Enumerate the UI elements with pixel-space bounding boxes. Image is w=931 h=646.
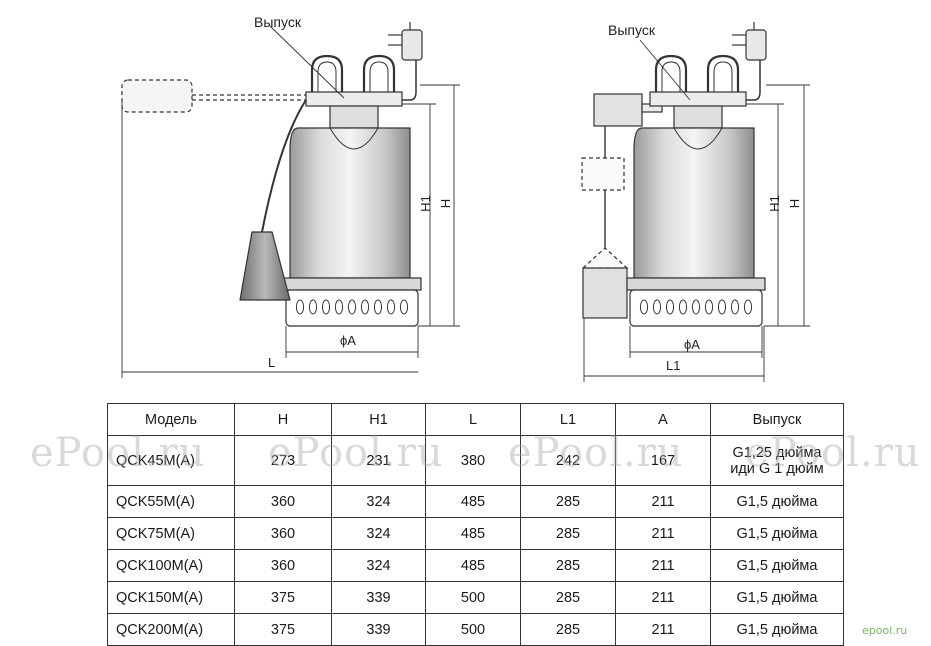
cell-a: 211 [615, 581, 711, 614]
outlet-label-left: Выпуск [254, 14, 301, 30]
cell-h1: 324 [331, 517, 426, 550]
cell-outlet-line1: G1,25 дюйма [732, 444, 822, 461]
cell-a: 167 [615, 435, 711, 486]
power-plug-icon-right [732, 22, 767, 61]
cell-a: 211 [615, 549, 711, 582]
cell-l: 380 [425, 435, 521, 486]
cell-outlet: G1,5 дюйма [710, 613, 844, 646]
dim-h-right: H [787, 198, 803, 209]
table-row: QCK150M(A) 375 339 500 285 211 G1,5 дюйм… [107, 581, 844, 614]
cell-outlet: G1,5 дюйма [710, 581, 844, 614]
table-row: QCK75M(A) 360 324 485 285 211 G1,5 дюйма [107, 517, 844, 550]
cell-h: 360 [234, 485, 332, 518]
col-header-h1: H1 [331, 403, 426, 436]
cell-a: 211 [615, 613, 711, 646]
cell-model: QCK75M(A) [107, 517, 235, 550]
cell-l1: 285 [520, 613, 616, 646]
cell-l: 485 [425, 517, 521, 550]
right-pump [581, 22, 810, 382]
cell-l: 500 [425, 581, 521, 614]
pump-base-strainer-right [629, 289, 763, 327]
col-header-outlet: Выпуск [710, 403, 844, 436]
col-header-a: A [615, 403, 711, 436]
table-row: QCK100M(A) 360 324 485 285 211 G1,5 дюйм… [107, 549, 844, 582]
col-header-l: L [425, 403, 521, 436]
cell-h1: 339 [331, 613, 426, 646]
cell-h: 360 [234, 549, 332, 582]
cell-l1: 285 [520, 581, 616, 614]
pump-drawing [121, 22, 810, 382]
table-header-row: Модель H H1 L L1 A Выпуск [107, 403, 844, 436]
cell-outlet: G1,5 дюйма [710, 517, 844, 550]
cell-a: 211 [615, 517, 711, 550]
cell-h1: 231 [331, 435, 426, 486]
cell-l: 485 [425, 549, 521, 582]
dim-h1-left: H1 [417, 195, 433, 212]
dim-h1-right: H1 [766, 195, 782, 212]
dim-a-right: ϕA [684, 337, 700, 352]
cell-l1: 285 [520, 517, 616, 550]
spec-table: Модель H H1 L L1 A Выпуск QCK45M(A) 273 … [107, 403, 844, 646]
outlet-loop-right [362, 54, 396, 95]
outlet-label-right: Выпуск [608, 22, 655, 38]
motor-housing [289, 127, 411, 279]
left-pump [121, 22, 460, 378]
cell-h1: 339 [331, 581, 426, 614]
dim-a-left: ϕA [340, 333, 356, 348]
pump-base-strainer [285, 289, 419, 327]
cell-outlet: G1,5 дюйма [710, 549, 844, 582]
dim-h-left: H [438, 198, 454, 209]
cell-h: 375 [234, 581, 332, 614]
dim-l1: L1 [666, 358, 681, 373]
cell-model: QCK100M(A) [107, 549, 235, 582]
power-plug-icon [388, 22, 423, 61]
cell-h: 360 [234, 517, 332, 550]
col-header-model: Модель [107, 403, 235, 436]
cell-a: 211 [615, 485, 711, 518]
float-switch-box [593, 93, 643, 127]
col-header-h: H [234, 403, 332, 436]
table-row: QCK45M(A) 273 231 380 242 167 G1,25 дюйм… [107, 435, 844, 486]
cell-l: 500 [425, 613, 521, 646]
col-header-l1: L1 [520, 403, 616, 436]
cell-model: QCK55M(A) [107, 485, 235, 518]
float-switch [239, 231, 291, 301]
site-logo: epool.ru [862, 624, 908, 637]
cell-outlet-line2: иди G 1 дюйм [730, 460, 824, 477]
cell-model: QCK200M(A) [107, 613, 235, 646]
strainer-holes [295, 299, 409, 315]
cell-model: QCK45M(A) [107, 435, 235, 486]
cell-model: QCK150M(A) [107, 581, 235, 614]
dimension-lines-right [583, 84, 810, 382]
cell-outlet: G1,5 дюйма [710, 485, 844, 518]
cell-l1: 285 [520, 485, 616, 518]
dimension-lines [121, 84, 460, 378]
cell-h: 273 [234, 435, 332, 486]
cell-h1: 324 [331, 485, 426, 518]
float-switch-raised [121, 79, 320, 113]
table-row: QCK55M(A) 360 324 485 285 211 G1,5 дюйма [107, 485, 844, 518]
cell-l1: 242 [520, 435, 616, 486]
table-row: QCK200M(A) 375 339 500 285 211 G1,5 дюйм… [107, 613, 844, 646]
cell-l: 485 [425, 485, 521, 518]
cell-h1: 324 [331, 549, 426, 582]
cell-h: 375 [234, 613, 332, 646]
outlet-loop-left [310, 54, 344, 95]
cell-l1: 285 [520, 549, 616, 582]
dim-l: L [268, 355, 276, 370]
